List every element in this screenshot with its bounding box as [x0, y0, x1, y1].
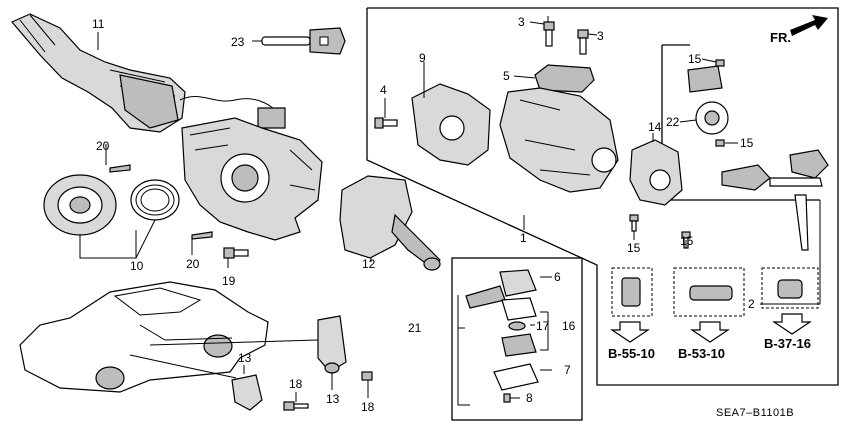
- callout-15c: 15: [688, 52, 702, 66]
- callout-13b: 13: [326, 392, 340, 406]
- immobilizer-unit-part: [687, 65, 729, 135]
- callout-4: 4: [380, 83, 387, 97]
- bolt-part-3b: [577, 29, 589, 55]
- callout-15a: 15: [627, 241, 641, 255]
- key-part: [721, 149, 829, 251]
- callout-20a: 20: [96, 139, 110, 153]
- callout-17: 17: [536, 319, 550, 333]
- transmitter-key-part: [465, 269, 537, 309]
- bolt-part-3a: [543, 21, 555, 47]
- screw-part-15a: [629, 214, 639, 232]
- callout-21: 21: [408, 321, 422, 335]
- callout-11: 11: [92, 17, 105, 31]
- callout-6: 6: [554, 270, 561, 284]
- callout-2: 2: [748, 297, 755, 311]
- bracket-part-5: [534, 64, 595, 93]
- key-set-frame: [451, 257, 583, 421]
- callout-18b: 18: [361, 400, 375, 414]
- screw-part-15d: [715, 139, 725, 147]
- callout-1: 1: [520, 231, 527, 245]
- key-cover-part: [493, 363, 539, 391]
- ignition-assembly-frame: [366, 7, 839, 386]
- callout-3a: 3: [518, 15, 525, 29]
- callout-10: 10: [130, 259, 144, 273]
- front-indicator-label: FR.: [770, 30, 791, 45]
- reference-label-2: B-53-10: [678, 346, 725, 361]
- bolt-part-18a: [283, 401, 309, 411]
- key-blank-part: [261, 27, 346, 55]
- bolt-part-4: [374, 117, 398, 129]
- bolt-part-19: [223, 247, 249, 259]
- callout-23: 23: [231, 35, 245, 49]
- callout-7: 7: [564, 363, 571, 377]
- reference-box-2: [673, 267, 745, 343]
- key-cylinder-part: [629, 139, 683, 206]
- callout-15d: 15: [740, 136, 754, 150]
- diagram-code: SEA7–B1101B: [716, 407, 794, 419]
- reference-label-3: B-37-16: [764, 336, 811, 351]
- spring-coil-part: [130, 179, 180, 221]
- reference-labels: B-55-10 B-53-10 B-37-16: [608, 336, 811, 361]
- callout-12: 12: [362, 257, 376, 271]
- door-switch-part-13b: [317, 315, 347, 374]
- callout-14: 14: [648, 120, 662, 134]
- combination-switch-part: [11, 13, 286, 133]
- vehicle-silhouette: [19, 281, 269, 393]
- reference-box-1: [610, 267, 653, 343]
- callout-22: 22: [666, 115, 680, 129]
- reference-box-3: [761, 267, 819, 335]
- transmitter-case-part: [501, 297, 537, 357]
- callout-20b: 20: [186, 257, 200, 271]
- column-housing-part: [181, 117, 323, 241]
- screw-part-20b: [191, 231, 213, 240]
- callout-15b: 15: [680, 234, 694, 248]
- callout-8: 8: [526, 391, 533, 405]
- callout-19: 19: [222, 274, 236, 288]
- callout-3b: 3: [597, 29, 604, 43]
- callout-18a: 18: [289, 377, 303, 391]
- screw-part-20a: [109, 164, 131, 173]
- callout-5: 5: [503, 69, 510, 83]
- reference-label-1: B-55-10: [608, 346, 655, 361]
- callout-9: 9: [419, 51, 426, 65]
- light-switch-part: [339, 175, 441, 271]
- cable-reel-part: [43, 174, 117, 236]
- leader-lines: [79, 16, 821, 406]
- screw-part-8: [503, 393, 511, 403]
- front-arrow-icon: FR.: [770, 15, 828, 45]
- callout-16: 16: [562, 319, 576, 333]
- lock-housing-part: [411, 83, 491, 166]
- door-switch-part-13a: [231, 374, 263, 411]
- bolt-part-18b: [361, 371, 373, 381]
- callout-labels: 11 23 20 10 20 19 12 9 4 3 3 5 14 15 22 …: [92, 15, 755, 414]
- steering-lock-assembly-part: [499, 87, 619, 193]
- callout-13a: 13: [238, 351, 252, 365]
- screw-part-15c: [715, 59, 725, 67]
